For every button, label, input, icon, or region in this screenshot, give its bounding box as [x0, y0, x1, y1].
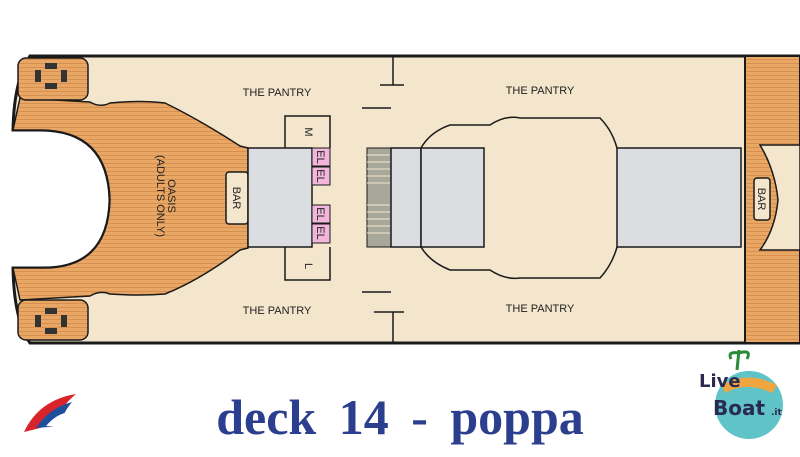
area-labels: THE PANTRY THE PANTRY THE PANTRY THE PAN… [154, 85, 767, 317]
pantry-label: THE PANTRY [243, 305, 312, 317]
carnival-logo [24, 394, 76, 432]
elevator-label: EL [314, 226, 326, 239]
elevator-label: EL [314, 150, 326, 163]
hot-tub-top [17, 57, 89, 101]
elevator [311, 223, 331, 244]
elevator [311, 166, 331, 186]
logo-text: Boat [713, 396, 765, 420]
oasis-area [12, 97, 249, 301]
core-area [247, 147, 313, 248]
liveboat-logo: Live Boat .it [699, 349, 783, 439]
ladies-restroom-label: L [302, 263, 314, 269]
logo-text: Live [699, 371, 741, 392]
pantry-label: THE PANTRY [506, 85, 575, 97]
bar-label: BAR [230, 187, 242, 210]
deck-title: deck 14 - poppa [216, 389, 584, 445]
stairs [366, 147, 392, 248]
elevator-label: EL [314, 169, 326, 182]
elevator [311, 204, 331, 224]
elevator [311, 147, 331, 167]
hot-tub-bottom [17, 299, 89, 341]
oasis-sub-label: (ADULTS ONLY) [154, 155, 166, 237]
oasis-label: OASIS [165, 179, 177, 213]
pantry-label: THE PANTRY [506, 303, 575, 315]
logo-suffix: .it [771, 408, 783, 418]
bar-label: BAR [755, 188, 767, 211]
elevator-label: EL [314, 207, 326, 220]
mens-restroom-label: M [302, 127, 314, 136]
pantry-label: THE PANTRY [243, 87, 312, 99]
